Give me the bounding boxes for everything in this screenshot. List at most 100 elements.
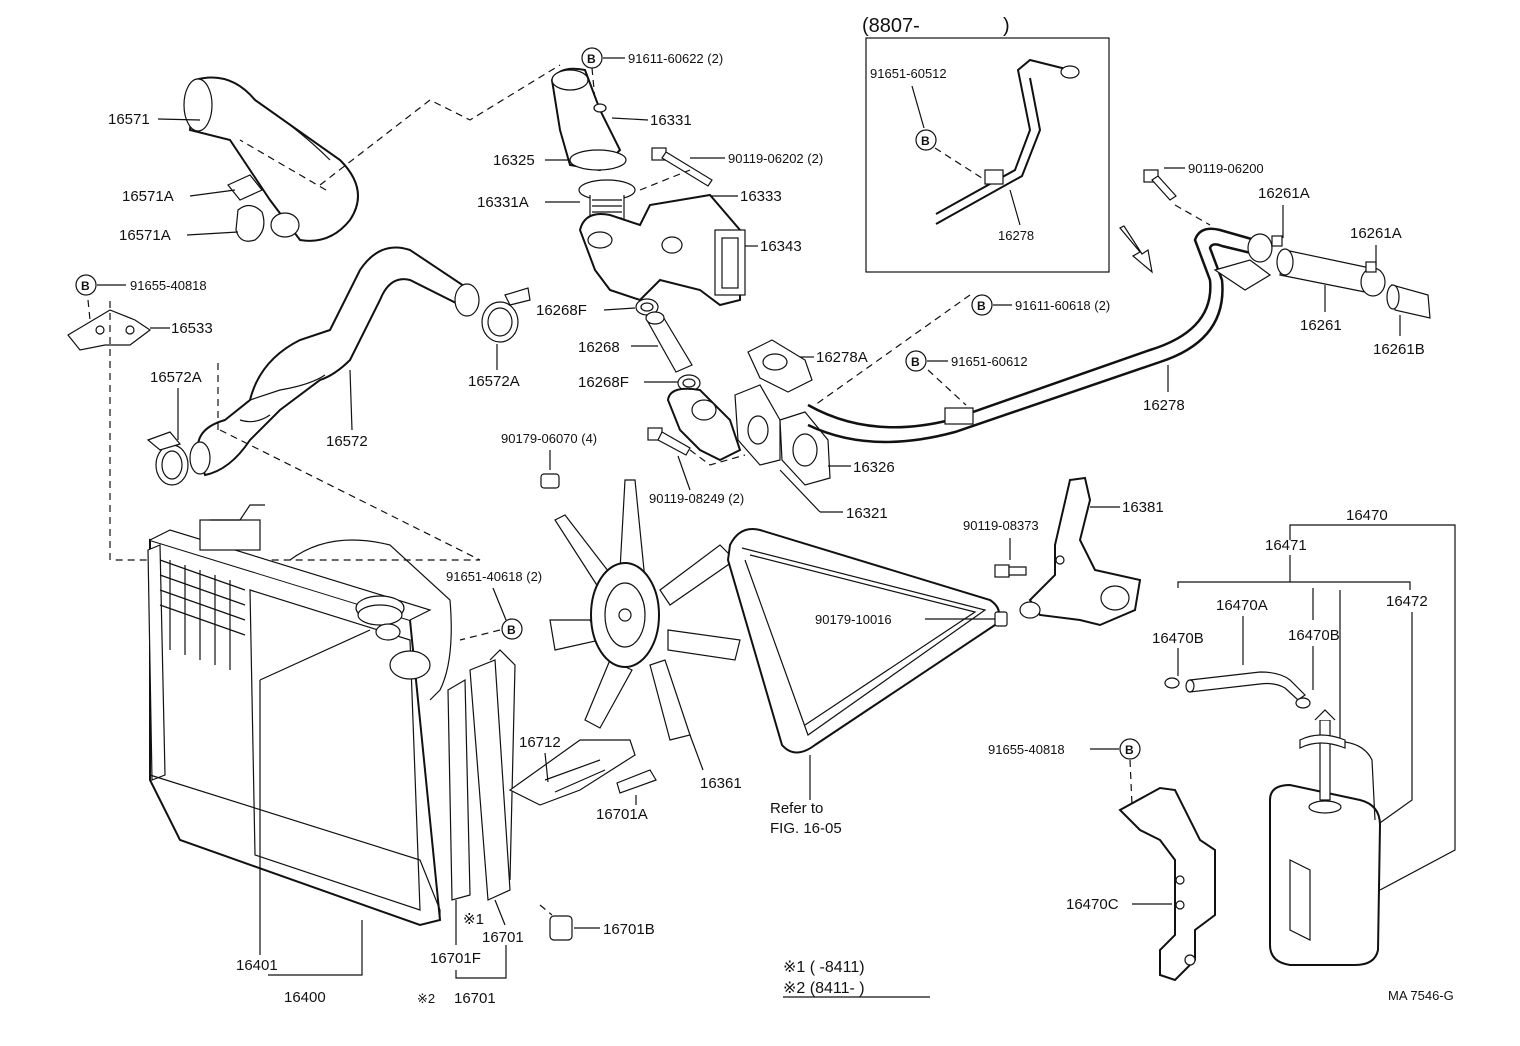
b-marker-91655-40818-bottom: B [1119, 738, 1141, 760]
label-16712: 16712 [519, 734, 561, 751]
lower-radiator-hose-16572 [189, 246, 480, 477]
bypass-pipe-16278 [807, 227, 1272, 444]
svg-text:B: B [977, 299, 986, 313]
label-16268F-1: 16268F [536, 302, 587, 319]
label-91651-60612: 91651-60612 [951, 354, 1028, 369]
label-16325: 16325 [493, 152, 535, 169]
reservoir-tank-16470 [1269, 709, 1382, 966]
b-marker-91651-60612: B [905, 350, 927, 372]
label-16261B: 16261B [1373, 341, 1425, 358]
svg-text:B: B [587, 52, 596, 66]
clamp-16261A-1 [1247, 233, 1283, 263]
union-16261B [1386, 284, 1431, 319]
label-16701A: 16701A [596, 806, 648, 823]
water-inlet-16321 [666, 387, 742, 462]
label-16401: 16401 [236, 957, 278, 974]
bracket-16533 [67, 309, 152, 351]
direction-arrow [1119, 225, 1153, 274]
footnote-1: ※1 ( -8411) [783, 959, 865, 976]
label-16333: 16333 [740, 188, 782, 205]
label-16572A-right: 16572A [468, 373, 520, 390]
label-16701-a: 16701 [482, 929, 524, 946]
bolt-90119-08249 [647, 427, 691, 456]
label-91611-60618: 91611-60618 (2) [1015, 298, 1110, 313]
o-ring-16268F-bottom [677, 374, 701, 392]
gasket-16325 [569, 149, 627, 171]
bolt-90119-08373 [994, 564, 1027, 578]
label-16572: 16572 [326, 433, 368, 450]
b-marker-91651-40618: B [501, 618, 523, 640]
pipe-16268 [645, 311, 693, 373]
label-90179-10016: 90179-10016 [815, 612, 892, 627]
label-16470C: 16470C [1066, 896, 1119, 913]
label-90119-08373: 90119-08373 [963, 518, 1039, 533]
b-marker-91611-60622: B [581, 47, 603, 69]
diagram-code: MA 7546-G [1388, 988, 1454, 1003]
bolt-90119-06202 [651, 147, 713, 187]
clamp-16261A-2 [1360, 261, 1386, 297]
clip-16470B-right [1295, 697, 1311, 709]
label-91651-40618: 91651-40618 (2) [446, 569, 542, 584]
radiator-cap-16401 [355, 595, 405, 641]
svg-text:B: B [81, 279, 90, 293]
label-16571A-2: 16571A [119, 227, 171, 244]
inset-panel: (8807- ) 91651-60512 B 16278 [862, 15, 1110, 273]
gasket-16278A [747, 339, 813, 393]
label-16261A-2: 16261A [1350, 225, 1402, 242]
fan-shroud-16701 [447, 649, 516, 901]
label-16331A: 16331A [477, 194, 529, 211]
shroud-cover-16712 [508, 739, 636, 806]
upper-radiator-hose-16571 [183, 76, 359, 242]
label-16326: 16326 [853, 459, 895, 476]
label-16571: 16571 [108, 111, 150, 128]
nut-90179-06070 [540, 473, 560, 489]
water-outlet-16331 [550, 67, 622, 172]
svg-text:B: B [921, 134, 930, 148]
label-16472: 16472 [1386, 593, 1428, 610]
label-16343: 16343 [760, 238, 802, 255]
footnote-2: ※2 (8411- ) [783, 980, 865, 997]
refer-line-1: Refer to [770, 800, 823, 817]
label-91655-40818-top: 91655-40818 [130, 278, 207, 293]
cooling-fan-16361 [549, 479, 741, 741]
label-16533: 16533 [171, 320, 213, 337]
label-16400: 16400 [284, 989, 326, 1006]
inset-label-91651-60512: 91651-60512 [870, 66, 947, 81]
label-90119-06200: 90119-06200 [1188, 161, 1264, 176]
bracket-16470C [1118, 786, 1216, 982]
label-16701-b: 16701 [454, 990, 496, 1007]
label-16470B-1: 16470B [1152, 630, 1204, 647]
label-16261A-1: 16261A [1258, 185, 1310, 202]
label-16701B: 16701B [603, 921, 655, 938]
bracket-b-91655-40818-top: B [75, 274, 97, 296]
label-16261: 16261 [1300, 317, 1342, 334]
bracket-16701A [616, 769, 657, 794]
water-inlet-housing-16333 [578, 193, 746, 307]
label-16471: 16471 [1265, 537, 1307, 554]
label-16571A-1: 16571A [122, 188, 174, 205]
label-16470A: 16470A [1216, 597, 1268, 614]
b-marker-91611-60618: B [971, 294, 993, 316]
inset-title: (8807- [862, 15, 920, 37]
refer-line-2: FIG. 16-05 [770, 820, 842, 837]
o-ring-16268F-top [635, 298, 659, 316]
note1-mark: ※1 [463, 911, 484, 928]
inset-label-16278: 16278 [998, 228, 1034, 243]
label-16701F: 16701F [430, 950, 481, 967]
bracket-16381 [1019, 476, 1142, 627]
inset-b-marker: B [915, 129, 937, 151]
label-90119-06202: 90119-06202 (2) [728, 151, 823, 166]
clip-16470B-left [1164, 677, 1180, 689]
label-90179-06070: 90179-06070 (4) [501, 431, 597, 446]
label-16278A: 16278A [816, 349, 868, 366]
v-belt [726, 528, 1000, 754]
clip-16701B [549, 915, 573, 941]
hose-clamp-16572A-left [146, 431, 189, 486]
label-16470B-2: 16470B [1288, 627, 1340, 644]
bolt-90119-06200 [1143, 169, 1177, 201]
svg-text:B: B [911, 355, 920, 369]
svg-text:B: B [507, 623, 516, 637]
hose-clamp-16572A-right [481, 287, 531, 343]
label-90119-08249: 90119-08249 (2) [649, 491, 744, 506]
hose-16261 [1276, 248, 1371, 293]
